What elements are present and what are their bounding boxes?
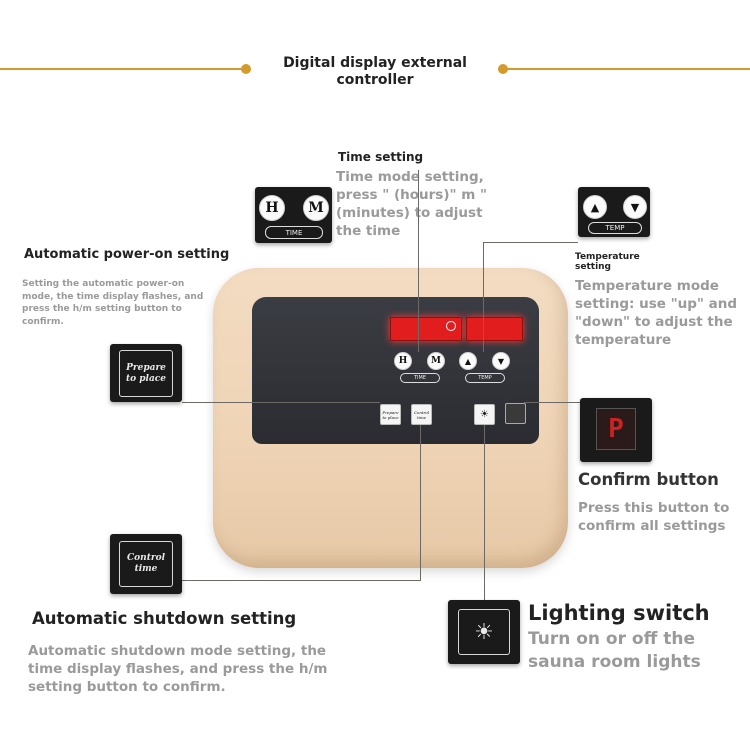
temp-tag-tile: TEMP	[588, 222, 642, 234]
connector-prepare-h	[182, 402, 380, 403]
lighting-switch-description: Turn on or off the sauna room lights	[528, 629, 701, 672]
connector-light-v	[484, 425, 485, 605]
h-button[interactable]: H	[394, 352, 412, 370]
temp-buttons-tile: ▲ ▼ TEMP	[578, 187, 650, 237]
time-tag-label: TIME	[413, 375, 426, 381]
prepare-button[interactable]: Prepare to place	[380, 404, 401, 425]
confirm-button[interactable]	[505, 403, 526, 424]
control-time-button[interactable]: Control time	[411, 404, 432, 425]
down-arrow-icon-panel: ▼	[497, 356, 505, 366]
m-button-tile[interactable]: M	[303, 195, 329, 221]
temp-down-button-tile[interactable]: ▼	[623, 195, 647, 219]
confirm-button-tile: P	[580, 398, 652, 462]
confirm-button-label: Confirm button	[578, 470, 719, 489]
lighting-switch-label: Lighting switch	[528, 601, 710, 625]
connector-time-v	[418, 170, 419, 352]
header-line-left	[0, 68, 245, 70]
confirm-display-icon: P	[596, 408, 636, 450]
h-button-label: H	[398, 356, 408, 366]
prepare-button-label: Prepare to place	[382, 409, 399, 420]
up-arrow-icon-panel: ▲	[464, 356, 472, 366]
clock-icon	[446, 321, 456, 331]
shutdown-setting-description: Automatic shutdown mode setting, the tim…	[28, 643, 328, 695]
temp-tag-tile-label: TEMP	[605, 224, 625, 232]
header-line-right	[502, 68, 750, 70]
h-button-tile-label: H	[265, 200, 279, 216]
temp-up-button[interactable]: ▲	[459, 352, 477, 370]
shutdown-setting-label: Automatic shutdown setting	[32, 609, 297, 628]
control-time-button-label: Control time	[413, 409, 430, 420]
time-tag-tile-label: TIME	[285, 228, 303, 237]
temp-down-button[interactable]: ▼	[492, 352, 510, 370]
connector-control-v	[420, 425, 421, 580]
h-button-tile[interactable]: H	[259, 195, 285, 221]
connector-temp-v	[483, 242, 484, 352]
time-tag-tile: TIME	[265, 226, 323, 239]
temperature-setting-label: Temperature setting	[575, 252, 640, 272]
control-time-tile: Control time	[110, 534, 182, 594]
page-title: Digital display external controller	[283, 55, 467, 88]
time-setting-description: Time mode setting, press " (hours)" m " …	[336, 169, 488, 239]
m-button-label: M	[431, 356, 441, 366]
bulb-icon-panel: ☀	[480, 409, 489, 420]
confirm-button-description: Press this button to confirm all setting…	[578, 500, 730, 534]
bulb-icon: ☀	[474, 619, 494, 645]
lighting-switch-tile: ☀	[448, 600, 520, 664]
power-on-setting-description: Setting the automatic power-on mode, the…	[22, 279, 204, 327]
power-on-setting-label: Automatic power-on setting	[24, 247, 230, 262]
connector-control-h	[182, 580, 421, 581]
time-tag: TIME	[400, 373, 440, 383]
m-button[interactable]: M	[427, 352, 445, 370]
temp-tag: TEMP	[465, 373, 505, 383]
lighting-switch-tile-inner[interactable]: ☀	[458, 609, 510, 655]
temp-tag-label: TEMP	[478, 375, 492, 381]
temp-up-button-tile[interactable]: ▲	[583, 195, 607, 219]
down-arrow-icon: ▼	[630, 200, 640, 214]
time-setting-label: Time setting	[338, 150, 424, 164]
connector-temp-h	[483, 242, 578, 243]
temp-display	[466, 317, 523, 341]
up-arrow-icon: ▲	[590, 200, 600, 214]
header-dot-left	[241, 64, 251, 74]
prepare-button-tile-label: Prepare to place	[125, 362, 167, 384]
prepare-button-tile: Prepare to place	[110, 344, 182, 402]
time-buttons-tile: H M TIME	[255, 187, 332, 243]
light-button[interactable]: ☀	[474, 404, 495, 425]
connector-confirm-h	[524, 402, 580, 403]
prepare-button-tile-inner[interactable]: Prepare to place	[119, 350, 173, 397]
control-time-tile-inner[interactable]: Control time	[119, 541, 173, 587]
m-button-tile-label: M	[308, 200, 324, 216]
control-time-tile-label: Control time	[126, 553, 166, 574]
temperature-setting-description: Temperature mode setting: use "up" and "…	[575, 278, 738, 348]
